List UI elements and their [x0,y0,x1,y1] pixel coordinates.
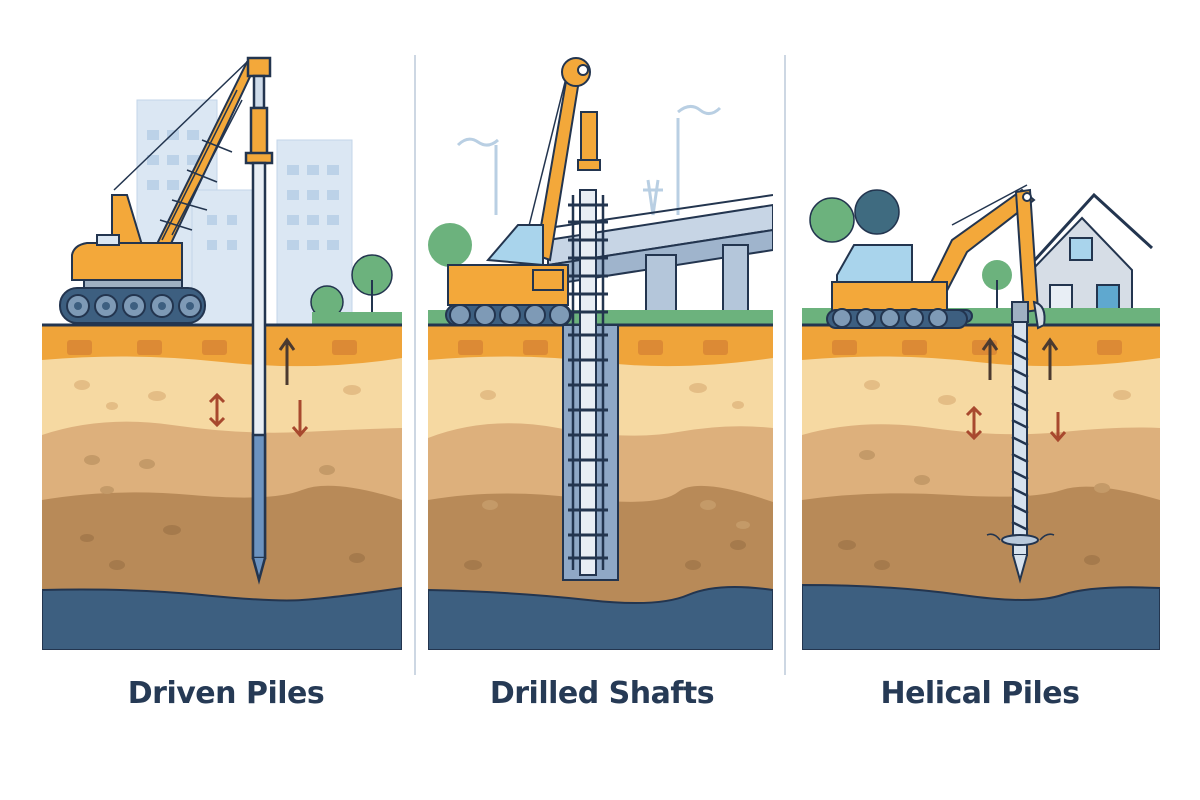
load-arrow-icon [965,337,1067,443]
driven-pile-icon [244,56,274,585]
drilled-shafts-illustration [428,57,773,650]
panel-divider [784,55,786,675]
drilling-rig-icon [445,57,601,326]
panel-divider [414,55,416,675]
smokestack-icon [456,105,722,216]
panel-helical-piles [802,40,1162,650]
caption-driven-piles: Driven Piles [127,676,325,711]
panel-drilled-shafts [428,40,788,650]
helical-pile-icon [986,319,1055,584]
crawler-crane-icon [59,60,258,324]
load-arrow-icon [208,337,309,438]
rebar-cage-icon [562,189,619,581]
soil-cross-section [802,323,1160,650]
caption-helical-piles: Helical Piles [880,676,1080,711]
driven-piles-illustration [42,56,402,650]
panel-driven-piles [42,40,402,650]
soil-cross-section [42,323,402,650]
excavator-icon [826,184,1046,330]
house-icon [1022,192,1154,326]
tree-icon [310,254,402,324]
helical-piles-illustration [802,184,1160,650]
caption-drilled-shafts: Drilled Shafts [489,676,715,711]
